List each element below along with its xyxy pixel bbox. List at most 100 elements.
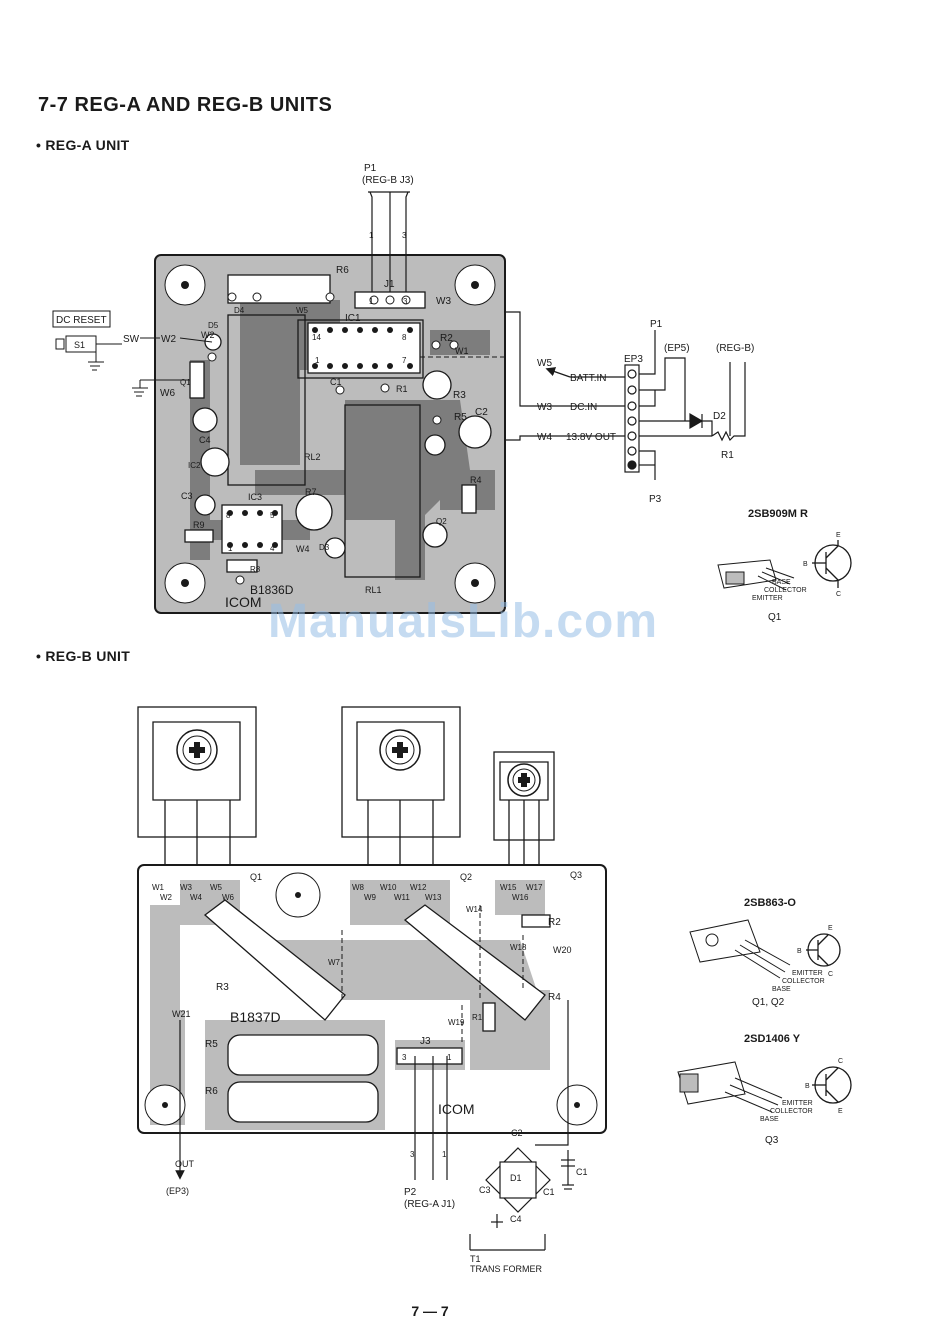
reg-a-pin-j1-3: 3 — [403, 297, 408, 306]
reg-a-c4 — [192, 407, 218, 433]
reg-a-mounting-holes — [164, 264, 496, 604]
reg-b-pad-w16: W16 — [512, 893, 529, 902]
reg-b-q1q2-package — [689, 919, 791, 979]
reg-a-ext-w4: W4 — [537, 432, 552, 443]
reg-a-regb: (REG-B) — [716, 343, 754, 354]
reg-a-13-8v-out: 13.8V OUT — [566, 432, 616, 443]
reg-a-label-w1: W1 — [455, 346, 469, 356]
reg-a-board-label: B1836D — [250, 583, 294, 597]
reg-a-r4 — [461, 484, 477, 514]
reg-a-d3 — [324, 537, 346, 559]
reg-b-p2-name: P2 — [404, 1187, 417, 1198]
reg-a-pin-ic1-1: 1 — [315, 356, 320, 365]
reg-a-ep5: (EP5) — [664, 343, 690, 354]
reg-b-q1q2-base: BASE — [772, 986, 791, 993]
reg-a-label-q1: Q1 — [180, 378, 191, 387]
reg-b-pad-w13: W13 — [425, 893, 442, 902]
reg-b-q3-collector: COLLECTOR — [770, 1108, 813, 1115]
reg-a-ic1-outline — [297, 319, 424, 379]
reg-b-label-q1: Q1 — [250, 872, 262, 882]
reg-a-r1-ext: R1 — [721, 450, 734, 461]
reg-b-r3 — [203, 899, 346, 1021]
reg-a-q2 — [422, 522, 448, 548]
reg-b-pad-w6: W6 — [222, 893, 235, 902]
reg-b-q3-emitter: EMITTER — [782, 1100, 813, 1107]
reg-a-q1-c: C — [836, 591, 841, 598]
reg-a-s1-label: S1 — [74, 340, 85, 350]
reg-b-label-r1: R1 — [472, 1013, 483, 1022]
reg-b-r2 — [521, 914, 551, 928]
reg-b-c2: C2 — [511, 1128, 523, 1138]
reg-a-pin-ic3-8: 8 — [226, 511, 231, 520]
reg-b-pad-w2: W2 — [160, 893, 173, 902]
reg-b-q1q2-collector: COLLECTOR — [782, 978, 825, 985]
reg-a-label-r9: R9 — [193, 520, 205, 530]
reg-a-label-rl1: RL1 — [365, 585, 382, 595]
reg-a-c3 — [194, 494, 216, 516]
reg-b-r1 — [482, 1002, 496, 1032]
reg-b-q1q2-ref: Q1, Q2 — [752, 997, 785, 1008]
reg-b-q3-e: E — [838, 1108, 843, 1115]
reg-a-label-q2: Q2 — [436, 517, 447, 526]
reg-a-p1-name: P1 — [364, 163, 377, 174]
reg-a-d5 — [204, 333, 222, 351]
reg-b-q1q2-part: 2SB863-O — [744, 897, 796, 909]
reg-b-pad-w21: W21 — [172, 1009, 191, 1019]
reg-b-q3-c: C — [838, 1058, 843, 1065]
reg-b-pad-w3: W3 — [180, 883, 193, 892]
reg-a-label-c1: C1 — [330, 377, 342, 387]
reg-b-q1q2-e: E — [828, 925, 833, 932]
reg-b-r4 — [403, 904, 546, 1021]
reg-b-board-label: B1837D — [230, 1009, 281, 1025]
reg-b-label-r3: R3 — [216, 982, 229, 993]
reg-a-ic1 — [307, 322, 421, 374]
reg-a-label-d3: D3 — [319, 543, 330, 552]
reg-b-label-r4: R4 — [548, 992, 561, 1003]
reg-b-c1-ext: C1 — [576, 1167, 588, 1177]
reg-b-mounting-holes — [144, 872, 598, 1126]
reg-a-c2 — [458, 415, 492, 449]
reg-b-screws — [176, 729, 541, 797]
reg-b-q3-base: BASE — [760, 1116, 779, 1123]
reg-b-label-q3: Q3 — [570, 870, 582, 880]
reg-a-r6 — [227, 274, 331, 304]
reg-a-q1-emitter: EMITTER — [752, 595, 783, 602]
reg-a-pin-j1-1: 1 — [369, 297, 374, 306]
reg-b-pad-w8: W8 — [352, 883, 365, 892]
reg-a-dc-in: DC.IN — [570, 402, 597, 413]
reg-a-label-d4: D4 — [234, 306, 245, 315]
reg-a-label-ic1: IC1 — [345, 313, 361, 324]
reg-b-d1: D1 — [510, 1173, 522, 1183]
reg-a-dc-reset — [52, 310, 213, 397]
reg-b-q1q2-c: C — [828, 971, 833, 978]
reg-a-label-w5: W5 — [296, 306, 309, 315]
reg-a-diagram: R6 J1 W3 D4 W5 IC1 R2 W1 C1 R1 R3 R5 C2 … — [52, 163, 852, 623]
reg-a-q1-b: B — [803, 561, 808, 568]
reg-b-pad-w4: W4 — [190, 893, 203, 902]
reg-b-diagram: Q1 Q2 Q3 R2 R3 R4 R5 R6 R1 J3 3 1 3 1 W1… — [137, 706, 852, 1274]
reg-b-j3 — [396, 1047, 463, 1065]
reg-b-pin-j3-1: 1 — [447, 1053, 452, 1062]
reg-a-p3: P3 — [649, 494, 662, 505]
reg-a-label-r5: R5 — [454, 412, 467, 423]
reg-a-r9 — [184, 529, 214, 543]
reg-a-q1-base: BASE — [772, 579, 791, 586]
reg-b-jumpers — [341, 905, 524, 1045]
reg-a-label-c4: C4 — [199, 435, 211, 445]
reg-a-r8 — [226, 559, 258, 573]
reg-b-pad-w5: W5 — [210, 883, 223, 892]
reg-a-label-w2: W2 — [201, 330, 215, 340]
reg-b-leads — [164, 800, 540, 865]
reg-b-label-r2: R2 — [548, 917, 561, 928]
reg-a-label-j1: J1 — [384, 279, 395, 290]
reg-a-q1-collector: COLLECTOR — [764, 587, 807, 594]
page-number: 7 — 7 — [411, 1303, 449, 1319]
reg-a-pin-ic1-14: 14 — [312, 333, 321, 342]
reg-a-label-c2: C2 — [475, 407, 488, 418]
reg-a-w2-label: W2 — [161, 334, 176, 345]
reg-b-label-j3: J3 — [420, 1036, 431, 1047]
reg-b-c4: C4 — [510, 1214, 522, 1224]
reg-a-label-r1: R1 — [396, 384, 408, 394]
reg-a-ic1-pins — [227, 327, 413, 548]
reg-b-pin-p2-1: 1 — [442, 1150, 447, 1159]
